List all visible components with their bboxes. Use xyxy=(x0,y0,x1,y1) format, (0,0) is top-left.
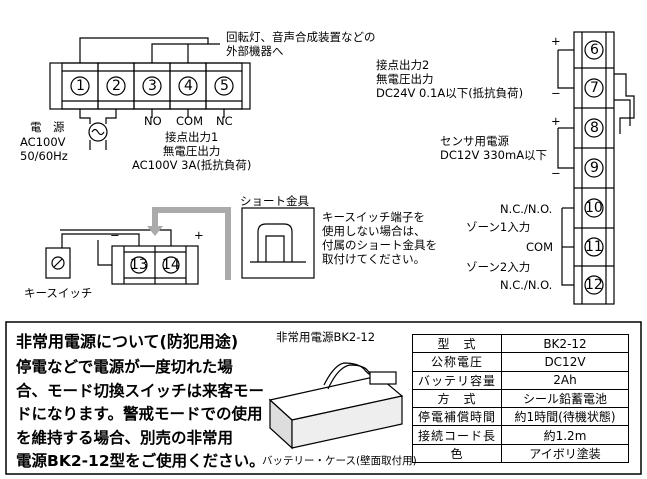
external-device-label: 回転灯、音声合成装置などの 外部機器へ xyxy=(226,30,376,58)
terminal-block-13-14 xyxy=(45,229,199,285)
terminal-1: 1 xyxy=(76,78,85,94)
table-row: 色アイボリ塗装 xyxy=(412,443,629,464)
short-fitting-arrow xyxy=(152,207,231,280)
terminal-3: 3 xyxy=(148,78,157,94)
terminal-14: 14 xyxy=(162,257,180,273)
external-wires xyxy=(79,37,225,150)
battery-icon xyxy=(268,362,404,450)
terminal-5: 5 xyxy=(220,78,229,94)
minus-13: − xyxy=(110,228,120,242)
terminal-10: 10 xyxy=(585,200,603,216)
nc-no-label-2: N.C./N.O. xyxy=(500,278,553,292)
spec-key: 方 式 xyxy=(412,388,502,409)
terminal-6: 6 xyxy=(590,42,599,58)
terminal-4: 4 xyxy=(184,78,193,94)
plus-8: + xyxy=(551,114,561,128)
terminal-12: 12 xyxy=(585,277,603,293)
spec-value: 2Ah xyxy=(501,370,629,390)
no-label: NO xyxy=(144,114,162,128)
spec-key: 公称電圧 xyxy=(412,352,502,372)
right-leads xyxy=(557,49,574,286)
com-11-label: COM xyxy=(526,240,554,254)
spec-key: 接続コード長 xyxy=(412,425,502,445)
nc-label: NC xyxy=(216,114,233,128)
spec-key: 色 xyxy=(412,443,502,464)
power-title: 電 源 xyxy=(30,120,65,134)
spec-value: BK2-12 xyxy=(501,333,629,354)
terminal-11: 11 xyxy=(585,239,603,255)
power-spec: AC100V 50/60Hz xyxy=(20,135,68,163)
terminal-8: 8 xyxy=(590,120,599,136)
product-label: 非常用電源BK2-12 xyxy=(276,330,376,344)
contact2-label: 接点出力2 無電圧出力 DC24V 0.1A以下(抵抗負荷) xyxy=(376,58,524,100)
key-switch-label: キースイッチ xyxy=(24,286,93,300)
plus-6: + xyxy=(551,34,561,48)
terminal-7: 7 xyxy=(590,80,599,96)
battery-caption: バッテリー・ケース(壁面取付用) xyxy=(262,455,417,467)
minus-9: − xyxy=(551,166,561,180)
zone2-label: ゾーン2入力 xyxy=(466,260,531,274)
spec-key: 型 式 xyxy=(412,333,502,354)
table-row: 方 式シール鉛蓄電池 xyxy=(412,388,629,409)
sensor-power-label: センサ用電源 DC12V 330mA以下 xyxy=(440,134,548,162)
spec-value: DC12V xyxy=(501,352,629,372)
com-label: COM xyxy=(176,114,204,128)
terminal-13: 13 xyxy=(130,257,148,273)
short-fitting-icon xyxy=(241,207,315,279)
zone1-label: ゾーン1入力 xyxy=(466,220,531,234)
table-row: 接続コード長約1.2m xyxy=(412,425,629,445)
spec-value: シール鉛蓄電池 xyxy=(501,388,629,409)
spec-key: 停電補償時間 xyxy=(412,407,502,427)
spec-value: 約1.2m xyxy=(501,425,629,445)
emergency-box xyxy=(5,321,642,475)
terminal-9: 9 xyxy=(590,160,599,176)
emergency-heading: 非常用電源について(防犯用途) xyxy=(16,332,239,351)
plus-14: + xyxy=(194,228,204,242)
key-note: キースイッチ端子を 使用しない場合は、 付属のショート金具を 取付けてください。 xyxy=(322,210,437,266)
spec-value: 約1時間(待機状態) xyxy=(501,407,629,427)
emergency-body: 停電などで電源が一度切れた場 合、モード切換スイッチは来客モー ドになります。警… xyxy=(16,358,265,470)
spec-key: バッテリ容量 xyxy=(412,370,502,390)
arrow-head-icon xyxy=(147,226,163,236)
terminal-block-6-12 xyxy=(573,31,635,305)
terminal-2: 2 xyxy=(112,78,121,94)
table-row: 停電補償時間約1時間(待機状態) xyxy=(412,407,629,427)
short-fitting-label: ショート金具 xyxy=(240,194,309,208)
minus-7: − xyxy=(551,86,561,100)
nc-no-label-1: N.C./N.O. xyxy=(500,202,553,216)
spec-value: アイボリ塗装 xyxy=(501,443,629,464)
contact1-label: 接点出力1 無電圧出力 AC100V 3A(抵抗負荷) xyxy=(132,130,252,172)
